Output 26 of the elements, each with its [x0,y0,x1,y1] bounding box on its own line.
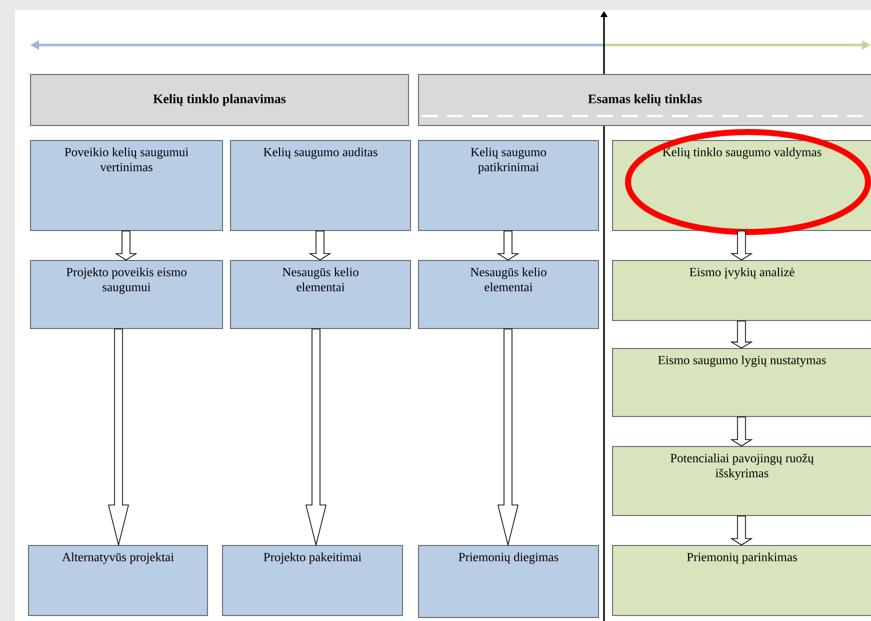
process-box: Kelių saugumo patikrinimai [418,140,599,231]
process-box: Projekto poveikis eismo saugumui [30,260,223,329]
process-box: Priemonių parinkimas [612,545,871,616]
process-box: Projekto pakeitimai [222,545,403,616]
block-arrow [306,328,327,547]
block-arrow [496,230,520,260]
process-box: Priemonių diegimas [418,545,599,618]
block-arrow [730,320,753,348]
process-box: Nesaugūs kelio elementai [230,260,411,329]
process-box: Nesaugūs kelio elementai [418,260,599,329]
process-box: Eismo įvykių analizė [612,260,871,321]
block-arrow [730,416,753,446]
block-arrow [730,230,753,260]
process-box: Potencialiai pavojingų ruožų išskyrimas [612,446,871,516]
process-box: Kelių saugumo auditas [230,140,411,231]
block-arrow [308,230,332,260]
block-arrow [730,516,753,546]
block-arrow [497,328,519,547]
header-bar: Kelių tinklo planavimas [30,74,409,126]
process-box: Alternatyvūs projektai [28,545,208,616]
block-arrow [108,328,130,547]
header-bar: Esamas kelių tinklas [418,74,871,126]
process-box: Poveikio kelių saugumui vertinimas [30,140,223,231]
process-box: Eismo saugumo lygių nustatymas [612,348,871,417]
block-arrow [114,230,138,260]
process-box: Kelių tinklo saugumo valdymas [612,140,871,231]
